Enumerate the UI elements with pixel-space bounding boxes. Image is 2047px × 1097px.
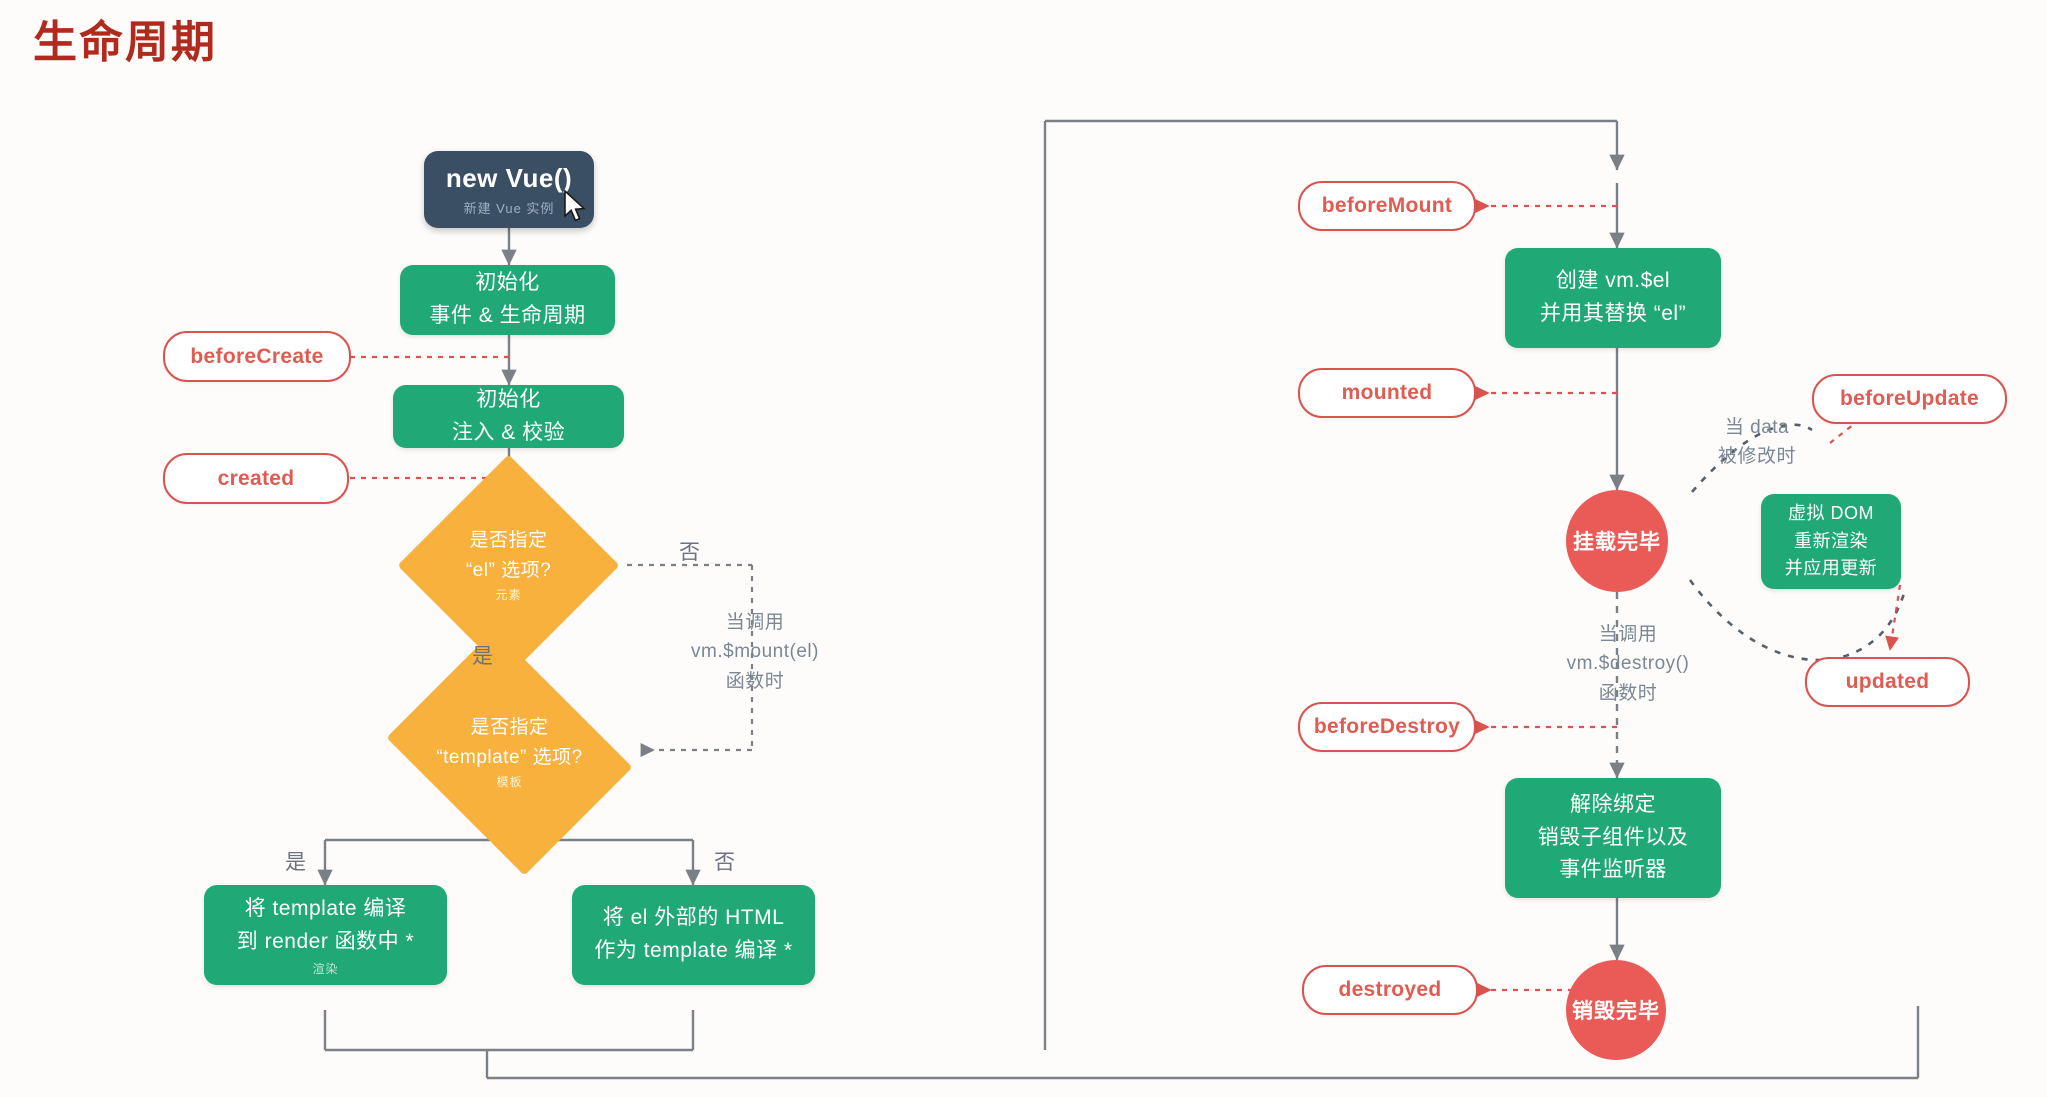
annotation-line-1: 当调用 [1598,624,1658,645]
edge-label-el-no: 否 [679,541,701,564]
decision-subtitle: 模板 [496,774,523,789]
annotation-line-3: 函数时 [1598,682,1658,704]
mouse-cursor [564,190,586,222]
node-line-2: 重新渲染 [1794,530,1868,551]
hook-label: beforeMount [1321,194,1453,217]
decision-has-template-option[interactable]: 是否指定 “template” 选项? 模板 [386,629,633,876]
annotation-line-3: 函数时 [725,670,785,692]
hook-label: created [217,466,295,490]
edge-label-template-yes: 是 [285,851,307,874]
node-teardown-watchers-children-listeners[interactable]: 解除绑定 销毁子组件以及 事件监听器 [1505,778,1721,898]
hook-updated[interactable]: updated [1805,657,1970,707]
annotation-when-call-destroy: 当调用 vm.$destroy() 函数时 [1535,620,1721,708]
node-line-2: 注入 & 校验 [451,420,566,444]
annotation-when-call-mount: 当调用 vm.$mount(el) 函数时 [655,608,855,696]
node-line-2: 到 render 函数中 * [236,930,415,953]
decision-text: 是否指定 “el” 选项? 元素 [466,526,551,605]
hook-label: beforeDestroy [1313,715,1461,738]
hook-label: beforeUpdate [1840,387,1979,410]
hook-beforeUpdate[interactable]: beforeUpdate [1812,374,2007,424]
hook-beforeMount[interactable]: beforeMount [1298,181,1476,231]
terminal-destroyed-complete[interactable]: 销毁完毕 [1566,960,1666,1060]
node-line-3: 并应用更新 [1784,558,1878,579]
decision-text: 是否指定 “template” 选项? 模板 [436,713,582,792]
node-subtitle: 渲染 [312,961,339,976]
node-virtual-dom-rerender[interactable]: 虚拟 DOM 重新渲染 并应用更新 [1761,494,1901,589]
node-create-vm-el[interactable]: 创建 vm.$el 并用其替换 “el” [1505,248,1721,348]
node-line-3: 事件监听器 [1559,858,1667,882]
annotation-line-2: 被修改时 [1717,446,1796,468]
node-line-1: 初始化 [475,271,540,295]
decision-line-1: 是否指定 [469,530,548,552]
hook-mounted[interactable]: mounted [1298,368,1476,418]
terminal-label: 挂载完毕 [1573,531,1661,554]
decision-subtitle: 元素 [495,587,522,602]
hook-beforeCreate[interactable]: beforeCreate [163,331,351,382]
node-compile-template-to-render[interactable]: 将 template 编译 到 render 函数中 * 渲染 [204,885,447,985]
hook-destroyed[interactable]: destroyed [1302,965,1478,1015]
node-line-1: 解除绑定 [1570,793,1656,817]
decision-has-el-option[interactable]: 是否指定 “el” 选项? 元素 [397,454,620,677]
new-vue-subtitle: 新建 Vue 实例 [463,200,555,216]
annotation-line-2: vm.$destroy() [1566,653,1690,675]
edge-label-template-no: 否 [714,851,736,874]
page-title: 生命周期 [33,18,217,67]
hook-label: mounted [1341,381,1433,404]
node-init-injections-reactivity[interactable]: 初始化 注入 & 校验 [393,385,624,448]
node-line-2: 并用其替换 “el” [1539,302,1687,325]
annotation-line-1: 当 data [1724,417,1790,438]
node-line-2: 事件 & 生命周期 [429,304,586,327]
node-line-2: 作为 template 编译 * [594,939,793,962]
node-line-1: 将 el 外部的 HTML [602,906,785,930]
decision-line-1: 是否指定 [470,717,549,739]
node-compile-el-outerhtml-as-template[interactable]: 将 el 外部的 HTML 作为 template 编译 * [572,885,815,985]
annotation-when-data-changed: 当 data 被修改时 [1692,413,1822,472]
terminal-mounted-complete[interactable]: 挂载完毕 [1566,490,1668,592]
hook-label: destroyed [1338,978,1442,1001]
hook-label: beforeCreate [190,344,324,368]
hook-beforeDestroy[interactable]: beforeDestroy [1298,702,1476,752]
node-line-1: 虚拟 DOM [1788,502,1874,523]
hook-created[interactable]: created [163,453,349,504]
decision-line-2: “template” 选项? [436,747,583,769]
node-init-events-lifecycle[interactable]: 初始化 事件 & 生命周期 [400,265,615,335]
node-line-1: 创建 vm.$el [1555,269,1671,293]
node-line-1: 初始化 [476,387,541,411]
new-vue-title: new Vue() [445,162,573,193]
annotation-line-2: vm.$mount(el) [691,641,819,663]
annotation-line-1: 当调用 [725,612,785,633]
node-line-1: 将 template 编译 [244,897,407,921]
hook-label: updated [1845,670,1930,693]
decision-line-2: “el” 选项? [465,560,552,582]
edge-label-el-yes: 是 [472,645,494,668]
terminal-label: 销毁完毕 [1572,1000,1660,1023]
node-line-2: 销毁子组件以及 [1537,825,1689,849]
